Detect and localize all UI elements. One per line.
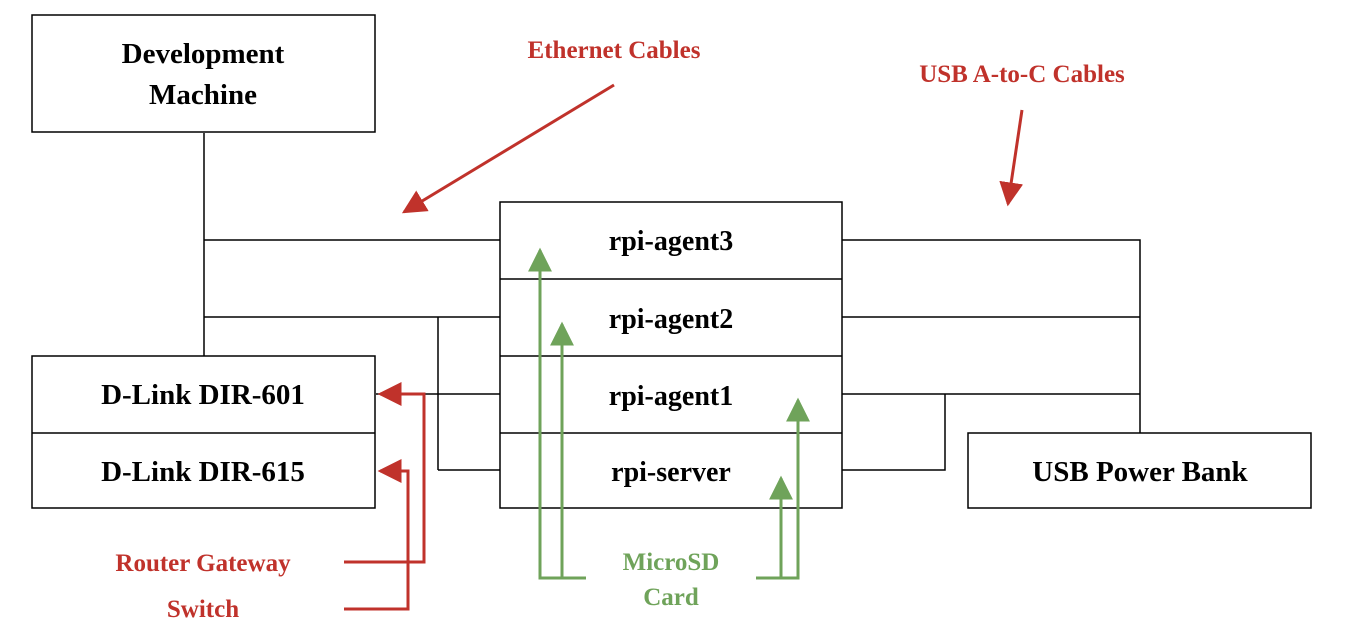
rpi-agent3-label: rpi-agent3 xyxy=(609,226,733,257)
agent3-usb-line xyxy=(842,239,1141,433)
dev-machine-box: Development Machine xyxy=(31,14,376,133)
red-annotations: Ethernet Cables USB A-to-C Cables Router… xyxy=(115,37,1125,623)
rpi-cluster-box: rpi-agent3 rpi-agent2 rpi-agent1 rpi-ser… xyxy=(499,201,843,509)
ethernet-cables-label: Ethernet Cables xyxy=(528,37,701,64)
switch-arrow xyxy=(344,459,410,611)
rpi-server-label: rpi-server xyxy=(611,457,731,488)
dlink-601-label: D-Link DIR-601 xyxy=(101,379,305,411)
usb-cables-arrow xyxy=(999,109,1024,207)
microsd-label-2: Card xyxy=(643,584,699,611)
ethernet-cables-arrow xyxy=(401,83,615,214)
router-box: D-Link DIR-601 D-Link DIR-615 xyxy=(31,355,376,509)
router-gateway-arrow xyxy=(344,382,426,564)
switch-label: Switch xyxy=(167,596,239,623)
microsd-arrow-agent2 xyxy=(550,321,586,580)
microsd-annotations xyxy=(528,247,810,580)
router-gateway-label: Router Gateway xyxy=(115,550,291,577)
microsd-arrow-server xyxy=(756,475,793,580)
usb-connections xyxy=(842,239,1141,471)
dlink-615-label: D-Link DIR-615 xyxy=(101,456,305,488)
rpi-agent2-label: rpi-agent2 xyxy=(609,304,733,335)
usb-cables-label: USB A-to-C Cables xyxy=(919,61,1125,88)
rpi-agent1-label: rpi-agent1 xyxy=(609,381,733,412)
usb-power-bank-box: USB Power Bank xyxy=(967,432,1312,509)
usb-power-bank-label: USB Power Bank xyxy=(1032,456,1248,488)
microsd-label-1: MicroSD xyxy=(623,549,720,576)
dev-machine-label-2: Machine xyxy=(149,79,257,111)
ethernet-connections xyxy=(203,133,500,471)
server-usb-line xyxy=(842,394,946,471)
dev-machine-label-1: Development xyxy=(122,38,285,70)
